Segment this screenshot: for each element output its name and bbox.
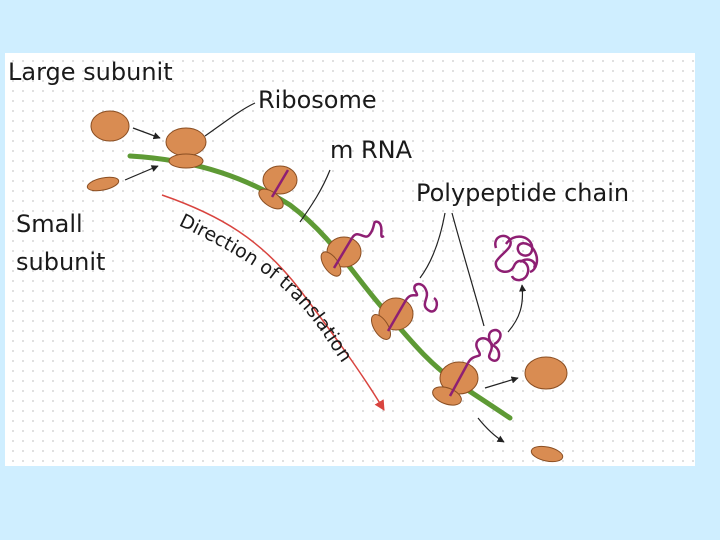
label-small-subunit-line2: subunit (16, 248, 105, 276)
label-direction-of-translation: Direction of translation (176, 210, 357, 366)
ribosome-2 (258, 165, 298, 210)
ribosome-4 (370, 282, 439, 340)
label-large-subunit: Large subunit (8, 58, 173, 86)
label-ribosome: Ribosome (258, 86, 377, 114)
assembly-arrow-small (124, 165, 159, 181)
free-large-subunit (90, 110, 130, 142)
release-arrow-small (477, 417, 505, 443)
polypeptide-pointer-2 (451, 212, 485, 327)
ribosome-1 (165, 127, 207, 169)
label-small-subunit-line1: Small (16, 210, 83, 238)
free-small-subunit (86, 176, 120, 192)
direction-arrow (161, 194, 385, 411)
mrna-pointer (299, 169, 331, 223)
ribosome-5 (432, 328, 502, 406)
assembly-arrow-large (132, 127, 161, 140)
label-polypeptide-chain: Polypeptide chain (416, 179, 629, 207)
label-mrna: m RNA (330, 136, 413, 164)
released-small-subunit (530, 445, 564, 463)
ribosome-pointer (204, 102, 256, 137)
release-arrow-large (484, 376, 519, 389)
release-arrow-polypeptide (507, 284, 527, 333)
ribosome-3 (320, 220, 385, 277)
polypeptide-pointer-1 (419, 212, 446, 279)
released-polypeptide (494, 234, 539, 282)
released-large-subunit (524, 356, 568, 390)
